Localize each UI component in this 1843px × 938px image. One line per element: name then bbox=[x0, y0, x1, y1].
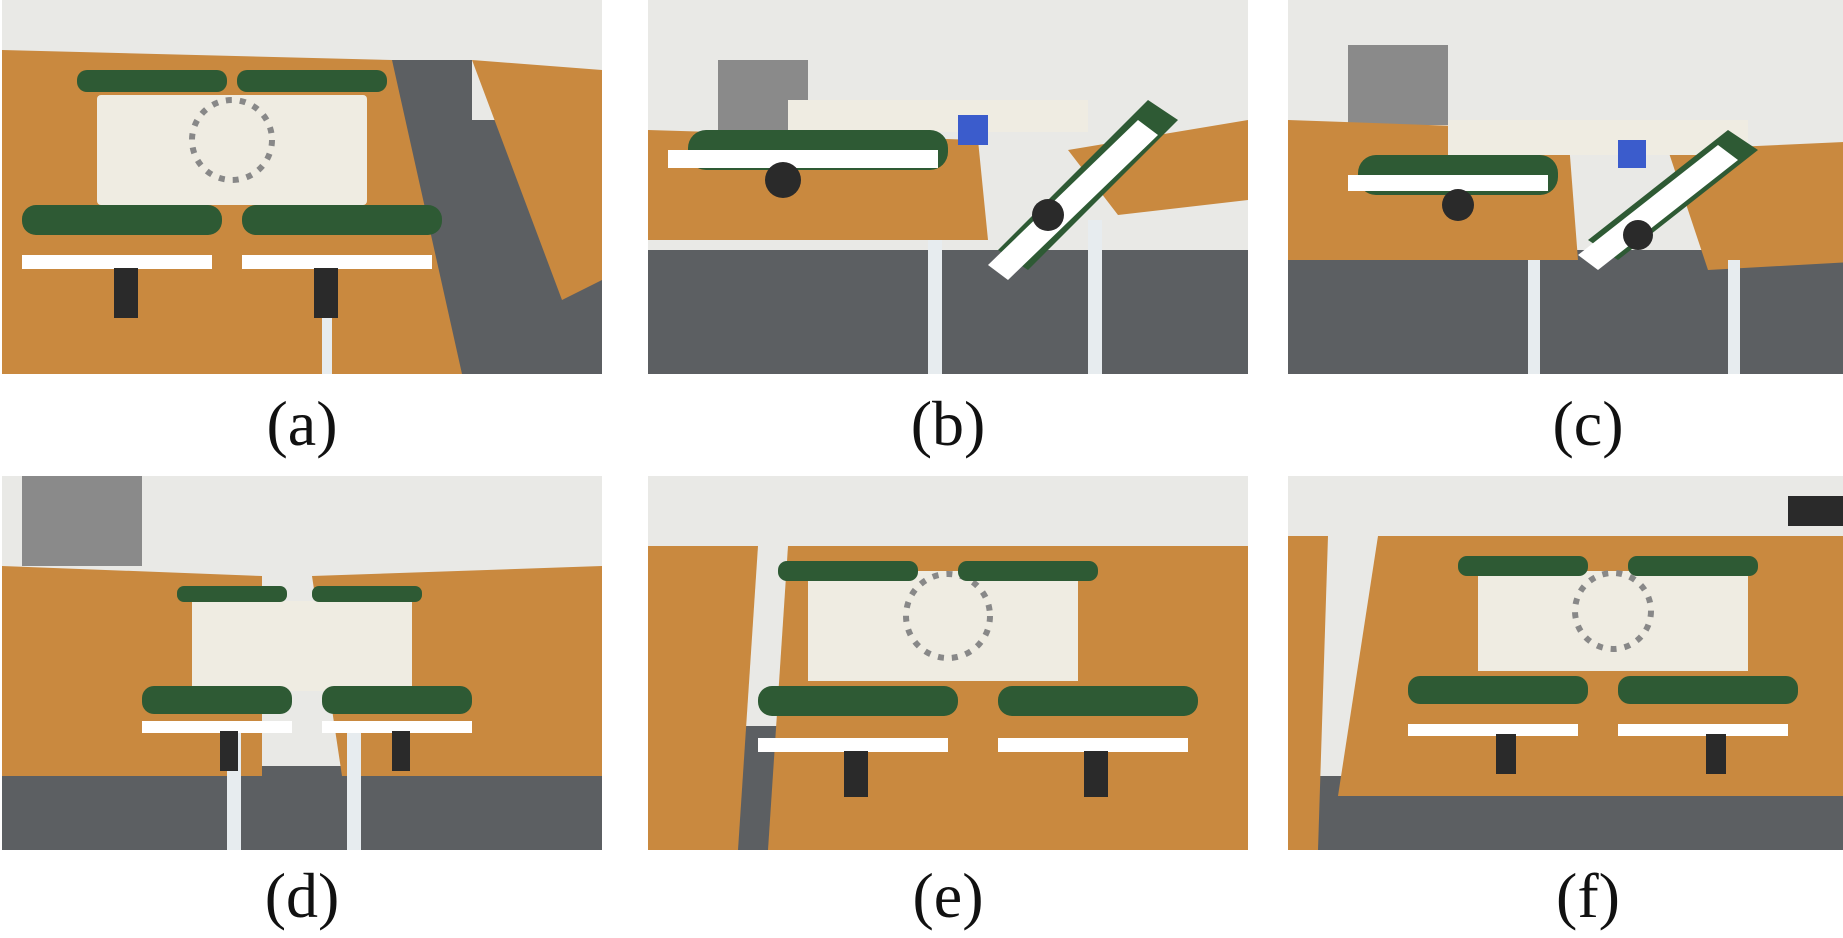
caption-e: (e) bbox=[912, 860, 984, 931]
caption-a: (a) bbox=[266, 388, 338, 459]
photo-c-scene bbox=[1288, 0, 1843, 374]
photo-b-scene bbox=[648, 0, 1248, 374]
caption-d: (d) bbox=[264, 860, 340, 931]
photo-a-scene bbox=[2, 0, 602, 374]
photo-e bbox=[648, 476, 1248, 850]
photo-c bbox=[1288, 0, 1843, 374]
photo-a bbox=[2, 0, 602, 374]
photo-b bbox=[648, 0, 1248, 374]
caption-f: (f) bbox=[1556, 860, 1620, 931]
photo-d bbox=[2, 476, 602, 850]
caption-c: (c) bbox=[1552, 388, 1624, 459]
photo-f-scene bbox=[1288, 476, 1843, 850]
photo-d-scene bbox=[2, 476, 602, 850]
photo-e-scene bbox=[648, 476, 1248, 850]
photo-f bbox=[1288, 476, 1843, 850]
caption-b: (b) bbox=[910, 388, 986, 459]
